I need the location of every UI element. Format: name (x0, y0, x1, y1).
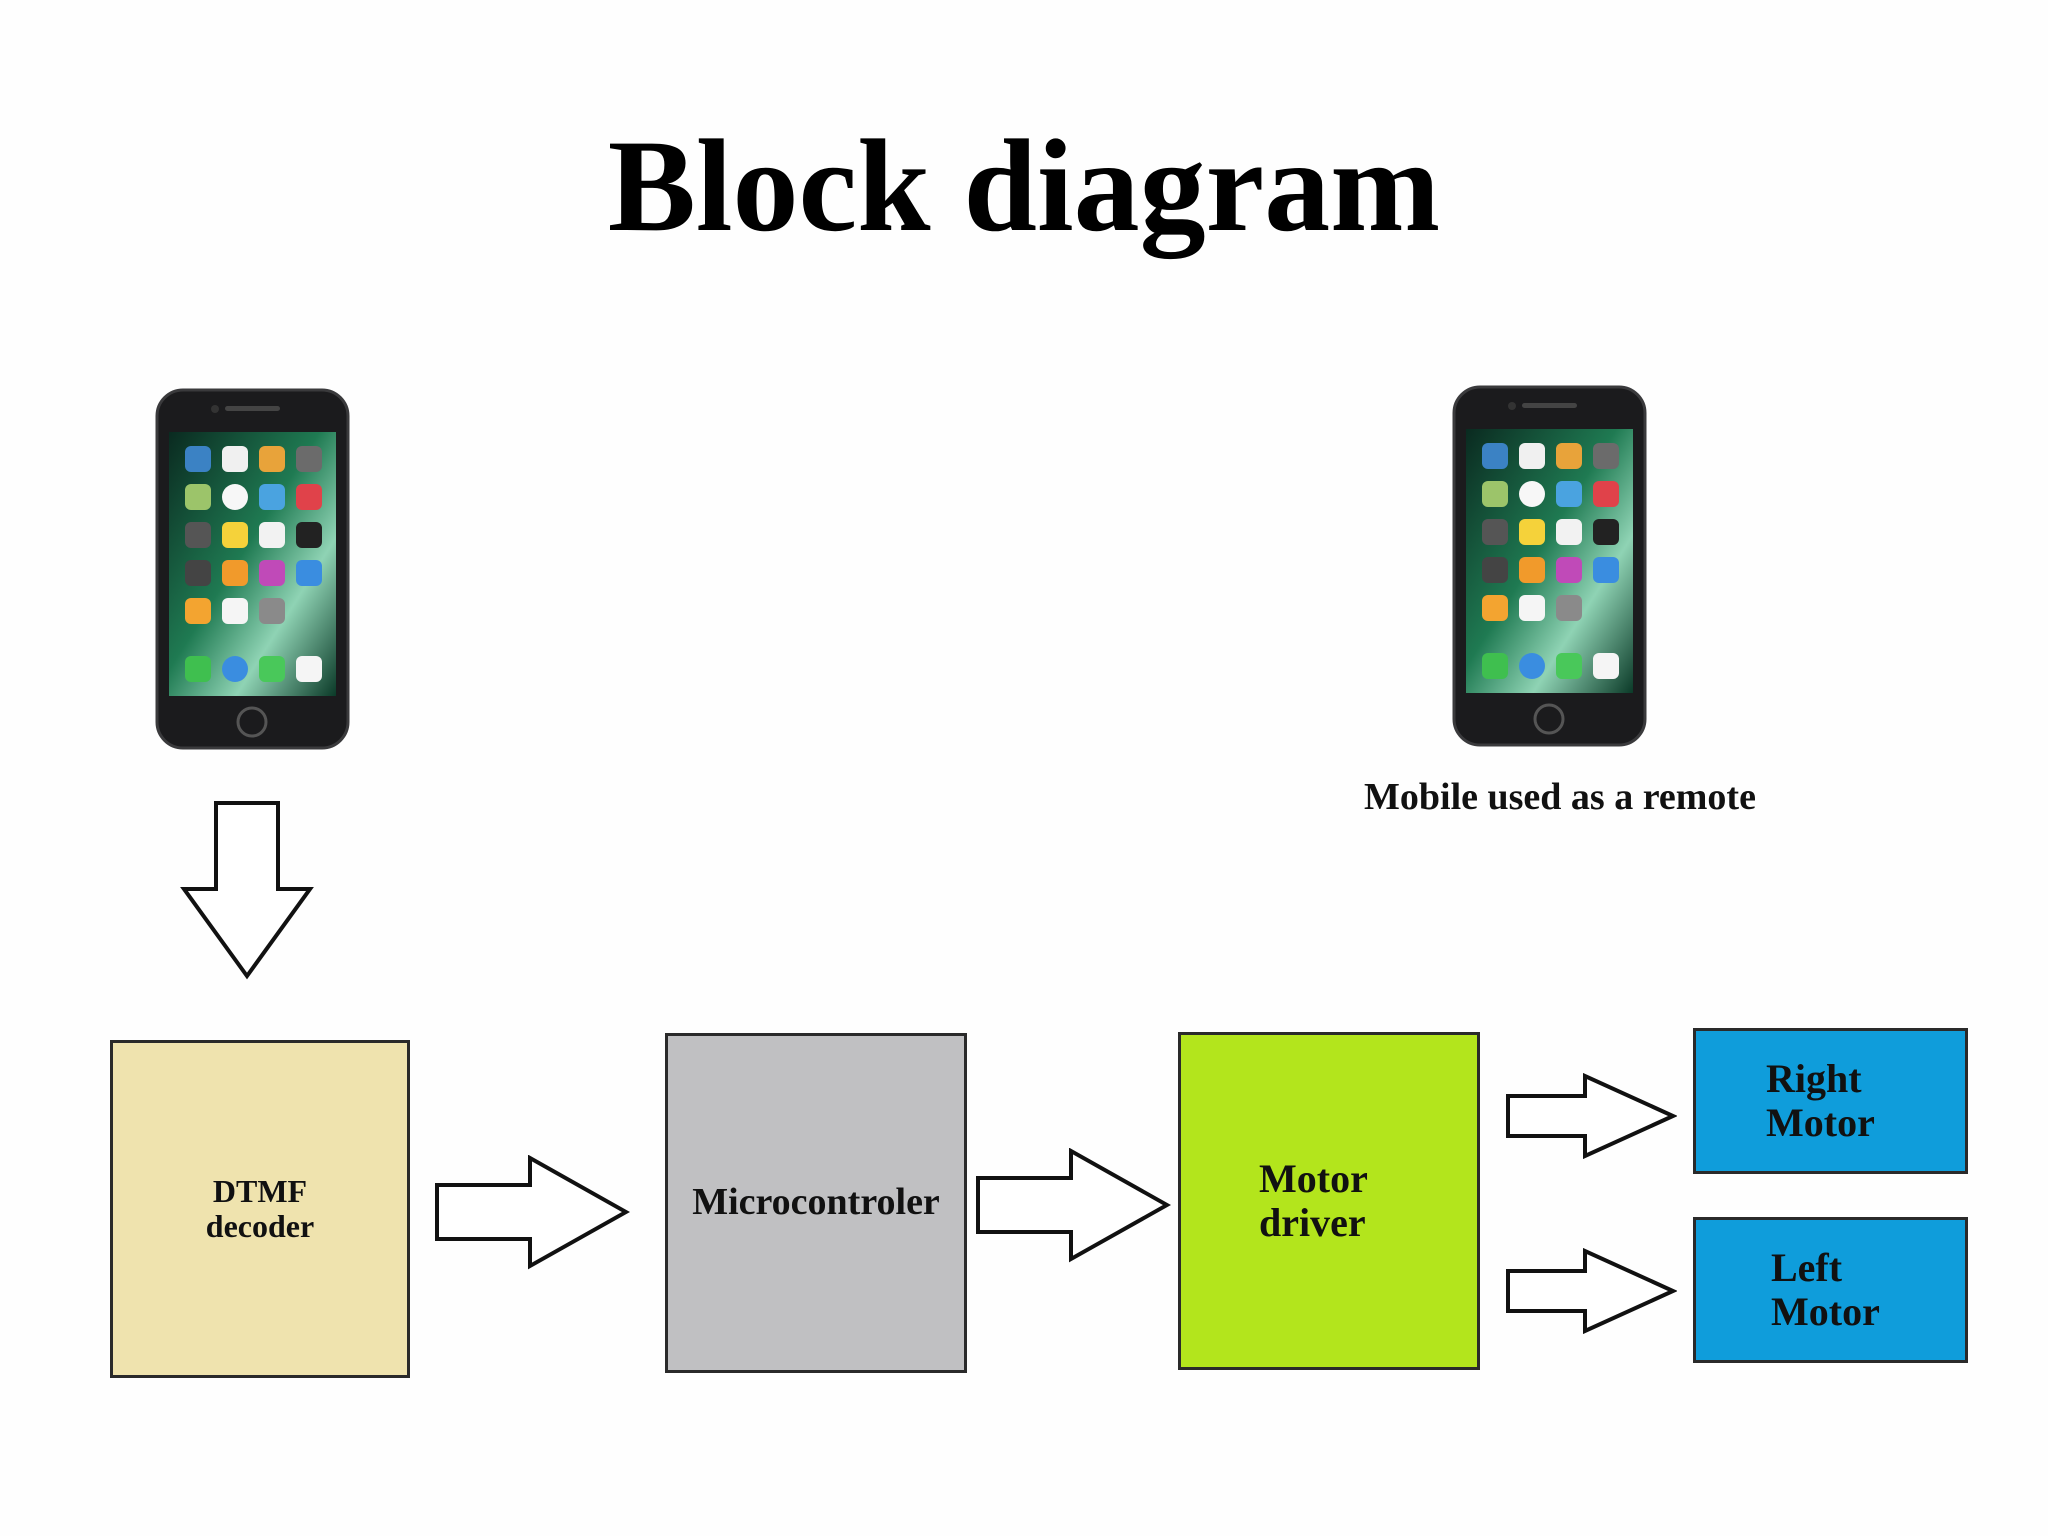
page-title: Block diagram (607, 112, 1441, 259)
dtmf-decoder-block: DTMF decoder (110, 1040, 410, 1378)
right-arrow-icon (1506, 1073, 1677, 1159)
motor-driver-label-line1: Motor (1259, 1156, 1368, 1201)
right-arrow-icon (976, 1148, 1171, 1263)
down-arrow-icon (180, 801, 314, 980)
dtmf-label-line1: DTMF (212, 1172, 308, 1209)
microcontroller-label: Microcontroler (692, 1181, 940, 1224)
microcontroller-block: Microcontroler (665, 1033, 967, 1373)
left-motor-label-line2: Motor (1771, 1289, 1880, 1334)
right-motor-label-line1: Right (1766, 1056, 1862, 1101)
right-motor-label-line2: Motor (1766, 1100, 1875, 1145)
smartphone-icon (155, 388, 350, 750)
dtmf-label-line2: decoder (205, 1208, 315, 1244)
phone-caption: Mobile used as a remote (1364, 776, 1756, 818)
left-motor-label-line1: Left (1771, 1245, 1843, 1290)
left-motor-block: Left Motor (1693, 1217, 1968, 1363)
motor-driver-label-line2: driver (1259, 1200, 1366, 1245)
motor-driver-block: Motor driver (1178, 1032, 1480, 1370)
smartphone-icon (1452, 385, 1647, 747)
right-motor-block: Right Motor (1693, 1028, 1968, 1174)
right-arrow-icon (435, 1155, 630, 1270)
right-arrow-icon (1506, 1248, 1677, 1334)
